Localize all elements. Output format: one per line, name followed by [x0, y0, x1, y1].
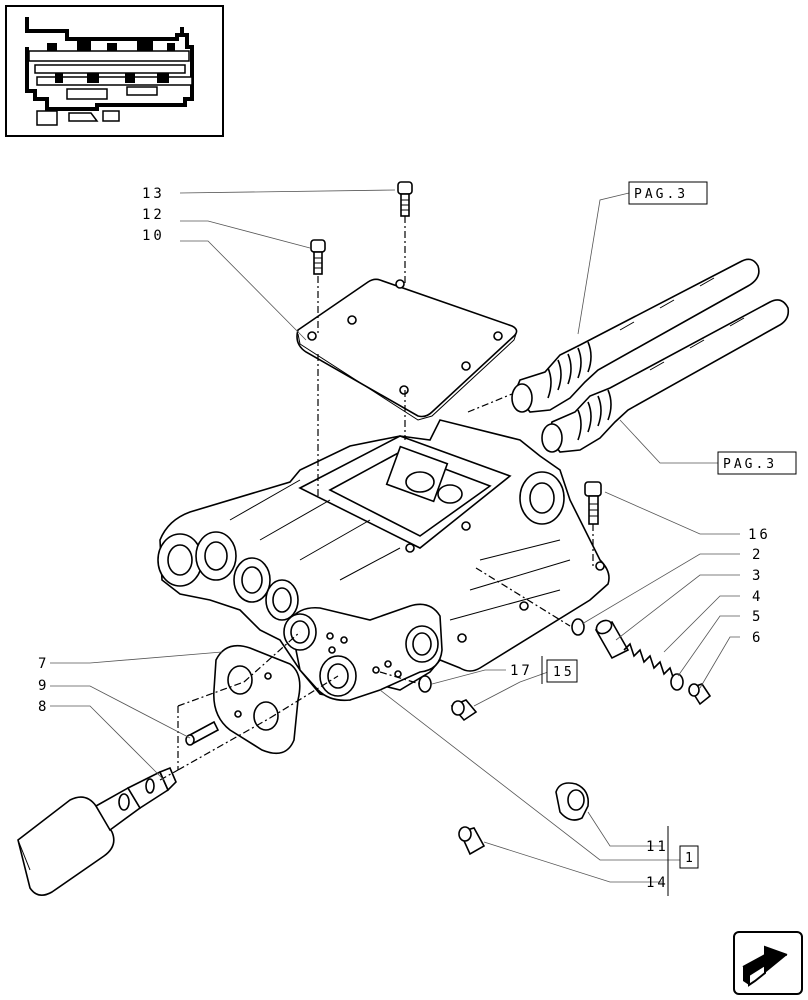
screw-12 — [310, 239, 326, 275]
page-ref-right[interactable]: PAG.3 — [717, 451, 797, 475]
screw-9 — [185, 720, 220, 746]
shift-shaft-upper — [511, 258, 760, 413]
solenoid-valve-8 — [17, 766, 177, 896]
leader-lines — [50, 189, 740, 883]
plug-14 — [458, 826, 486, 856]
callout-9: 9 — [38, 678, 49, 694]
screw-13 — [397, 181, 413, 217]
page-ref-top[interactable]: PAG.3 — [628, 181, 708, 205]
svg-text:15: 15 — [553, 665, 575, 680]
callout-16: 16 — [748, 527, 771, 543]
boxed-ref-1: 1 — [679, 845, 699, 869]
pin-3 — [594, 619, 630, 660]
svg-text:1: 1 — [685, 851, 696, 866]
washer-5 — [670, 673, 684, 691]
callout-3: 3 — [752, 568, 763, 584]
callout-13: 13 — [142, 186, 165, 202]
svg-text:PAG.3: PAG.3 — [723, 457, 777, 472]
o-ring-2 — [571, 618, 585, 636]
callout-11: 11 — [646, 839, 669, 855]
next-page-arrow-icon — [742, 945, 788, 987]
gasket-7 — [213, 644, 301, 755]
next-page-button[interactable] — [733, 931, 803, 995]
cover-plate — [296, 278, 518, 421]
callout-14: 14 — [646, 875, 669, 891]
callout-5: 5 — [752, 609, 763, 625]
spring-4 — [623, 642, 681, 682]
transmission-thumbnail — [5, 5, 224, 137]
callout-7: 7 — [38, 656, 49, 672]
callout-12: 12 — [142, 207, 165, 223]
boxed-ref-15: 15 — [546, 659, 578, 683]
plug-15 — [450, 699, 478, 722]
callout-4: 4 — [752, 589, 763, 605]
bushing-11 — [555, 782, 590, 821]
callout-10: 10 — [142, 228, 165, 244]
screw-16 — [584, 481, 602, 525]
o-ring-17 — [418, 675, 432, 693]
transmission-section-icon — [25, 17, 194, 126]
svg-text:PAG.3: PAG.3 — [634, 187, 688, 202]
callout-17: 17 — [510, 663, 533, 679]
plug-6 — [688, 683, 712, 706]
callout-2: 2 — [752, 547, 763, 563]
valve-housing — [157, 419, 610, 702]
callout-6: 6 — [752, 630, 763, 646]
callout-8: 8 — [38, 699, 49, 715]
shift-shaft-lower — [541, 299, 790, 453]
